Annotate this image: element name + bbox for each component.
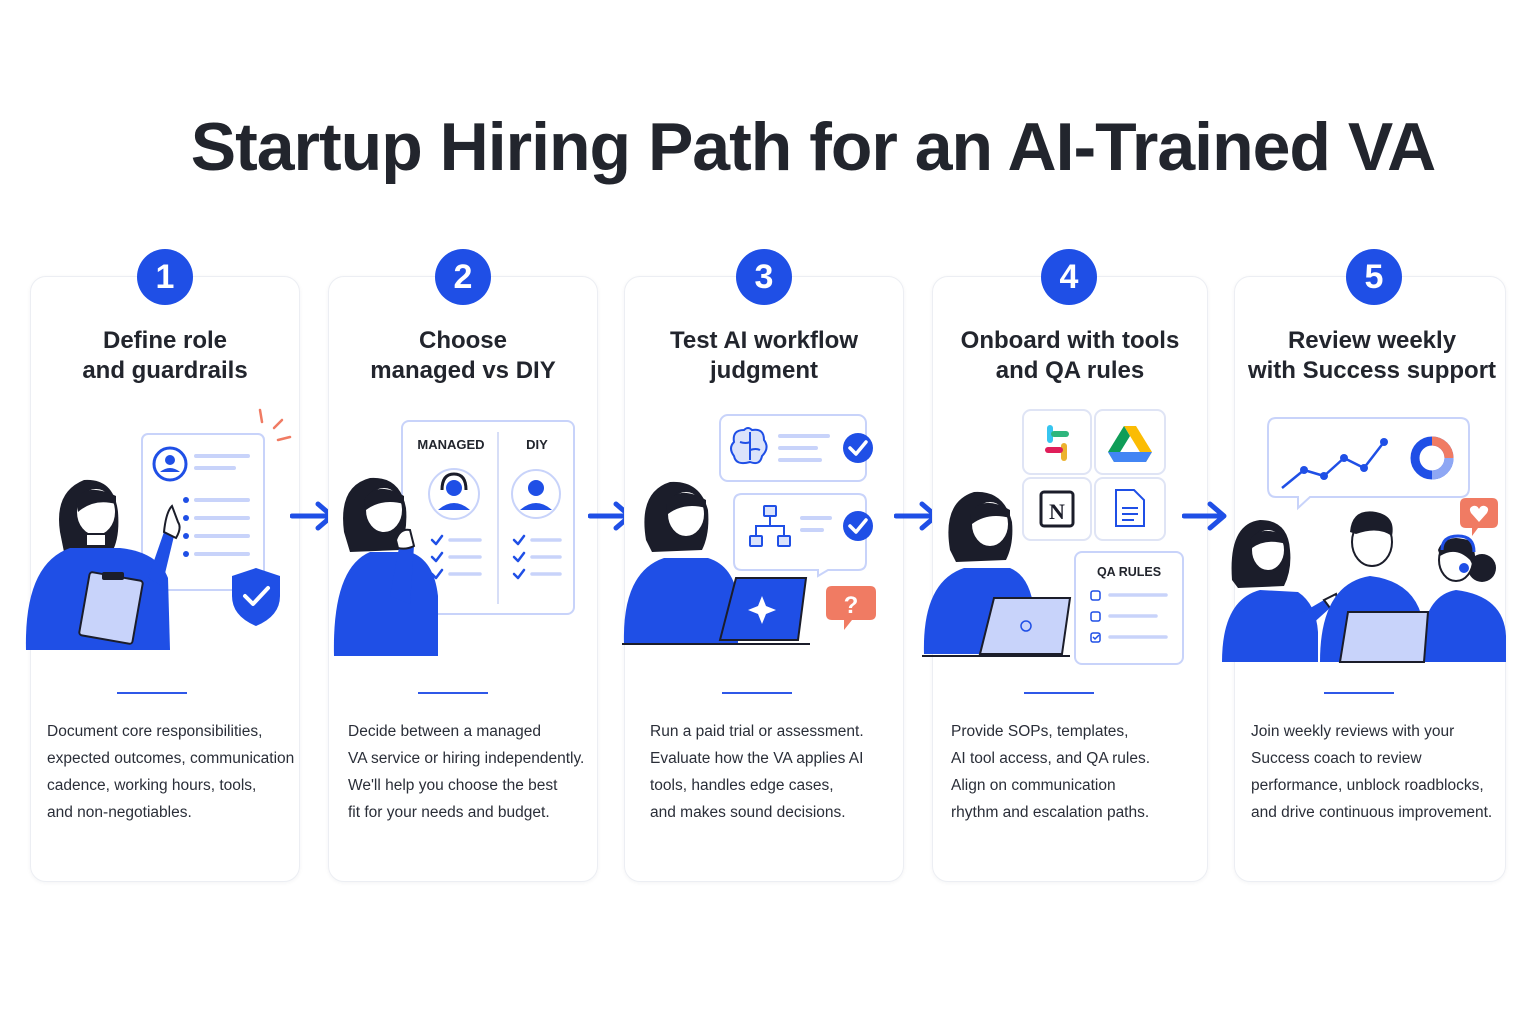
divider-1 xyxy=(117,692,187,694)
heart-bubble-icon xyxy=(1460,498,1498,536)
question-bubble-icon: ? xyxy=(826,586,876,630)
step-title-4: Onboard with tools and QA rules xyxy=(960,327,1180,384)
arrow-right-icon xyxy=(1182,501,1227,531)
choose-option-illustration xyxy=(333,468,562,656)
page-title: Startup Hiring Path for an AI-Trained VA xyxy=(190,109,1437,185)
headset-agent-icon xyxy=(428,468,480,520)
svg-text:N: N xyxy=(1049,499,1065,524)
shield-check-icon xyxy=(232,568,280,626)
step-description-4: Provide SOPs, templates, AI tool access,… xyxy=(951,723,1151,821)
drive-tile xyxy=(1094,409,1166,475)
user-icon xyxy=(511,469,561,519)
thinking-woman-figure xyxy=(333,477,438,656)
panel-divider xyxy=(497,432,499,604)
clipboard-icon xyxy=(78,571,144,645)
qa-rules-panel: QA RULES xyxy=(1074,551,1184,665)
woman-laptop-figure xyxy=(923,491,1034,654)
laptop-sparkle-icon xyxy=(622,577,810,645)
check-circle-icon xyxy=(843,433,873,463)
step-description-3: Run a paid trial or assessment. Evaluate… xyxy=(650,723,864,821)
brain-icon xyxy=(730,427,768,465)
qa-rules-label: QA RULES xyxy=(1096,565,1162,579)
woman-laptop-figure xyxy=(623,481,738,644)
donut-chart-icon xyxy=(1410,436,1454,480)
line-chart-icon xyxy=(1281,438,1388,489)
step-number-badge-3: 3 xyxy=(736,249,792,305)
managed-label: MANAGED xyxy=(417,437,485,452)
step-number-badge-1: 1 xyxy=(137,249,193,305)
check-circle-icon xyxy=(843,511,873,541)
step-title-2: Choose managed vs DIY xyxy=(370,327,556,384)
laptop-icon xyxy=(1338,611,1430,663)
divider-5 xyxy=(1324,692,1394,694)
ai-workflow-test-illustration: ? xyxy=(622,414,876,645)
step-title-3: Test AI workflow judgment xyxy=(669,327,858,384)
sparkle-icon xyxy=(258,408,292,442)
step-title-5: Review weekly with Success support xyxy=(1247,327,1497,384)
woman-figure-left xyxy=(1222,520,1340,662)
google-drive-icon xyxy=(1108,426,1152,462)
step-description-5: Join weekly reviews with your Success co… xyxy=(1251,723,1493,821)
define-role-illustration xyxy=(25,408,292,650)
user-avatar-icon xyxy=(152,446,188,482)
slack-tile xyxy=(1022,409,1092,475)
step-number-badge-4: 4 xyxy=(1041,249,1097,305)
step-number-badge-5: 5 xyxy=(1346,249,1402,305)
divider-3 xyxy=(722,692,792,694)
step-description-2: Decide between a managed VA service or h… xyxy=(348,723,585,821)
svg-text:?: ? xyxy=(844,592,859,619)
step-number-badge-2: 2 xyxy=(435,249,491,305)
flowchart-icon xyxy=(749,505,791,547)
document-icon xyxy=(1115,489,1145,527)
divider-2 xyxy=(418,692,488,694)
diy-label: DIY xyxy=(526,437,548,452)
step-description-1: Document core responsibilities, expected… xyxy=(47,723,295,821)
step-title-1: Define role and guardrails xyxy=(82,327,248,384)
woman-headset-figure xyxy=(1420,534,1506,662)
notion-icon: N xyxy=(1039,490,1075,528)
onboarding-tools-illustration: N xyxy=(922,409,1168,657)
divider-4 xyxy=(1024,692,1094,694)
weekly-review-illustration xyxy=(1222,417,1506,663)
slack-icon xyxy=(1045,425,1069,461)
laptop-icon xyxy=(922,597,1072,657)
